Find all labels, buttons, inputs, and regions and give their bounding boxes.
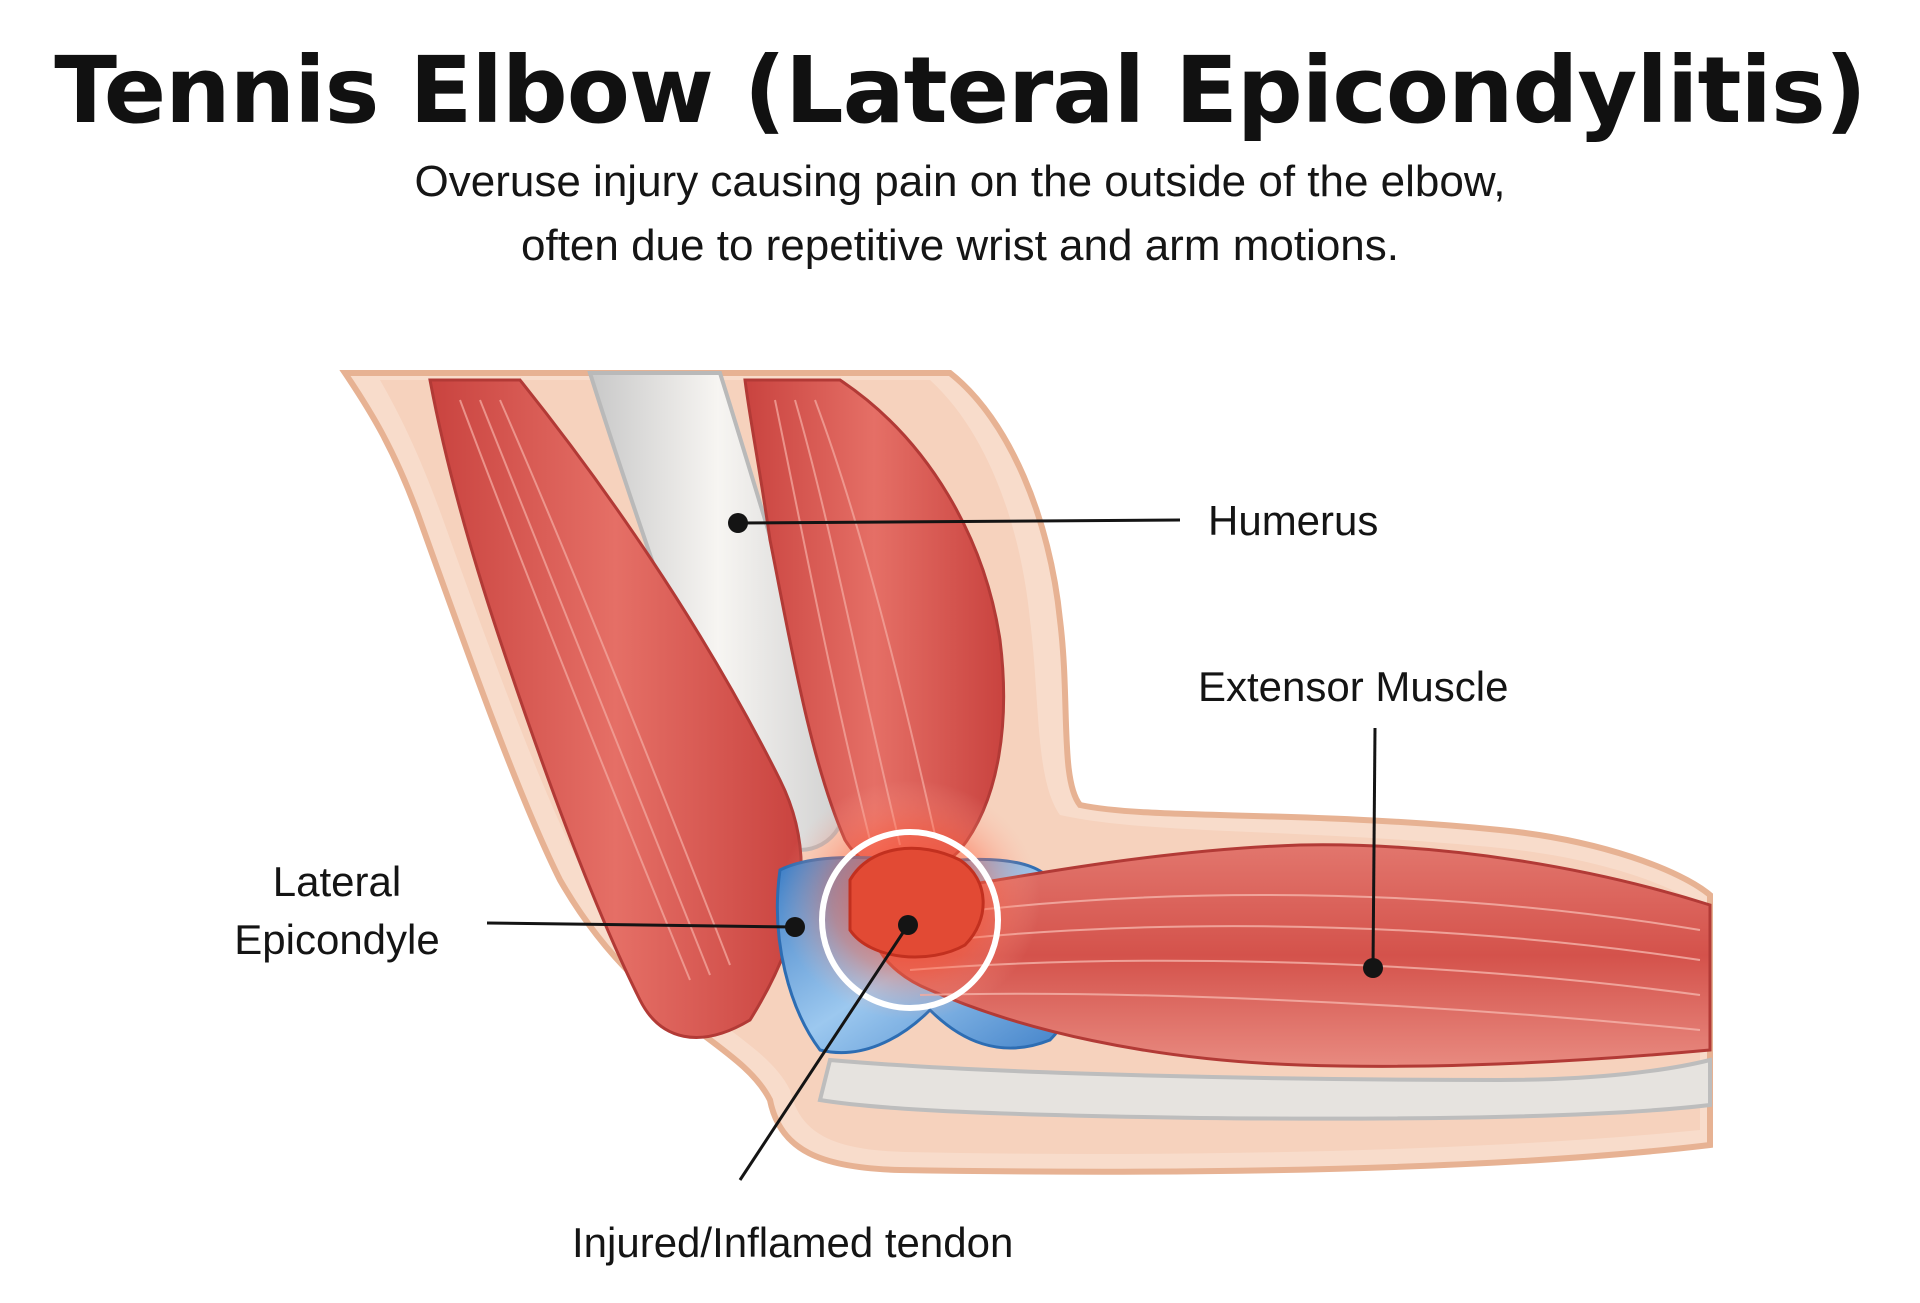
lateral-epicondyle-label: Lateral Epicondyle [222, 853, 452, 969]
page-title: Tennis Elbow (Lateral Epicondylitis) [54, 37, 1867, 144]
subtitle-line-2: often due to repetitive wrist and arm mo… [521, 221, 1399, 270]
lateral-epicondyle-line-2: Epicondyle [234, 916, 440, 963]
humerus-leader [737, 518, 1181, 525]
extensor-leader [1371, 727, 1377, 969]
forearm-bone [817, 1057, 1712, 1121]
extensor-dot [1363, 958, 1383, 978]
tendon-leader [738, 924, 910, 1181]
injured-tendon-label: Injured/Inflamed tendon [572, 1219, 1014, 1266]
epicondyle-leader [486, 921, 796, 929]
biceps-muscle [428, 378, 803, 1039]
humerus-label: Humerus [1208, 497, 1379, 544]
tendon-dot [898, 915, 918, 935]
extensor-muscle-label: Extensor Muscle [1198, 663, 1509, 710]
subtitle-line-1: Overuse injury causing pain on the outsi… [414, 157, 1506, 206]
subtitle: Overuse injury causing pain on the outsi… [0, 150, 1920, 278]
humerus-dot [728, 513, 748, 533]
injury-highlight-circle [819, 829, 1001, 1011]
inflamed-tendon [848, 846, 985, 959]
epicondyle-dot [785, 917, 805, 937]
lateral-epicondyle-line-1: Lateral [272, 858, 402, 905]
